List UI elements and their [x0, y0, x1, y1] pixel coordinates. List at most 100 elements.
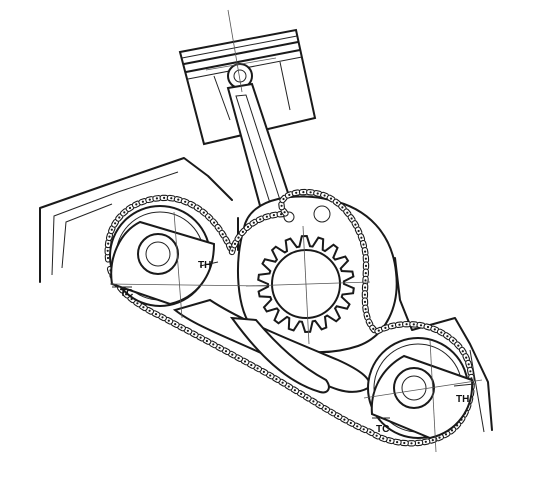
chain-pin [306, 396, 309, 399]
chain-pin [108, 235, 111, 238]
chain-pin [324, 407, 327, 410]
chain-pin [354, 223, 357, 226]
crank-sprocket [245, 225, 371, 345]
chain-pin [106, 256, 110, 260]
chain-pin [469, 370, 472, 373]
chain-pin [295, 191, 298, 194]
chain-pin [364, 257, 367, 260]
chain-pin [221, 233, 224, 236]
chain-pin [364, 272, 367, 275]
exhaust-cam-sprocket [363, 337, 483, 453]
chain-pin [231, 249, 234, 252]
intake-th-label: TH [198, 260, 211, 271]
chain-pin [362, 428, 365, 431]
chain-pin [467, 363, 470, 366]
chain-pin [364, 279, 367, 282]
chain-pin [136, 302, 139, 305]
chain-pin [281, 381, 284, 384]
chain-pin [280, 213, 283, 216]
chain-pin [170, 197, 173, 200]
chain-pin [287, 385, 290, 388]
chain-pin [217, 227, 220, 230]
chain-pin [208, 216, 211, 219]
chain-pin [110, 228, 113, 231]
chain-pin [369, 431, 372, 434]
chain-pin [329, 197, 333, 200]
chain-pin [199, 336, 202, 339]
chain-pin [196, 207, 200, 210]
chain-pin [225, 239, 228, 242]
chain-pin [180, 326, 183, 329]
chain-pin [167, 319, 170, 322]
chain-pin [405, 323, 408, 326]
chain-pin [368, 321, 371, 324]
chain-pin [128, 206, 132, 210]
chain-pin [213, 221, 216, 224]
chain-pin [184, 200, 187, 203]
chain-pin [365, 315, 369, 318]
chain-pin [382, 437, 385, 440]
chain-pin [174, 323, 177, 326]
chain-pin [309, 191, 312, 194]
chain-pin [330, 411, 333, 414]
chain-pin [155, 197, 158, 200]
chain-pin [148, 198, 151, 201]
chain-pin [362, 243, 365, 246]
chain-pin [363, 300, 367, 303]
chain-pin [450, 429, 454, 432]
chain-pin [142, 306, 145, 309]
chain-pin [403, 441, 406, 445]
chain-pin [375, 434, 378, 437]
chain-pin [389, 439, 392, 442]
chain-pin [346, 211, 349, 214]
chain-pin [360, 236, 363, 239]
chain-pin [396, 441, 399, 444]
chain-pin [259, 218, 262, 221]
chain-pin [424, 440, 427, 443]
chain-pin [335, 201, 339, 204]
chain-pin [118, 216, 121, 219]
chain-pin [433, 328, 436, 331]
chain-pin [218, 346, 221, 349]
chain-pin [212, 343, 215, 346]
chain-pin [233, 242, 237, 245]
chain-pin [190, 203, 193, 206]
chain-pin [275, 378, 278, 381]
chain-pin [357, 229, 360, 233]
chain-pin [419, 324, 423, 327]
chain-pin [252, 221, 255, 224]
chain-pin [135, 203, 138, 206]
chain-pin [391, 324, 394, 327]
chain-pin [372, 327, 375, 330]
chain-pin [412, 323, 415, 326]
chain-pin [141, 200, 144, 203]
chain-pin [337, 415, 340, 418]
chain-pin [300, 392, 303, 395]
chain-pin [282, 197, 285, 201]
chain-pin [465, 356, 468, 359]
chain-pin [186, 329, 189, 332]
centerlines [205, 9, 277, 93]
chain-pin [426, 325, 430, 329]
chain-pin [193, 333, 196, 336]
chain-pin [202, 211, 205, 214]
chain-pin [246, 225, 250, 228]
chain-pin [302, 191, 305, 194]
chain-pin [106, 249, 109, 252]
chain-pin [265, 215, 268, 218]
chain-pin [243, 360, 247, 363]
chain-pin [364, 250, 367, 253]
chain-pin [288, 193, 291, 196]
chain-pin [237, 236, 240, 239]
chain-pin [444, 433, 448, 436]
chain-pin [318, 404, 321, 407]
chain-pin [341, 206, 344, 209]
chain-pin [384, 326, 387, 329]
chain-pin [114, 222, 117, 225]
chain-pin [356, 425, 359, 428]
chain-pin [148, 309, 151, 312]
intake-cam-sprocket [109, 205, 341, 319]
chain-pin [364, 308, 367, 311]
cylinder-head-outline [39, 157, 493, 433]
exhaust-tc-label: TC [376, 424, 389, 435]
